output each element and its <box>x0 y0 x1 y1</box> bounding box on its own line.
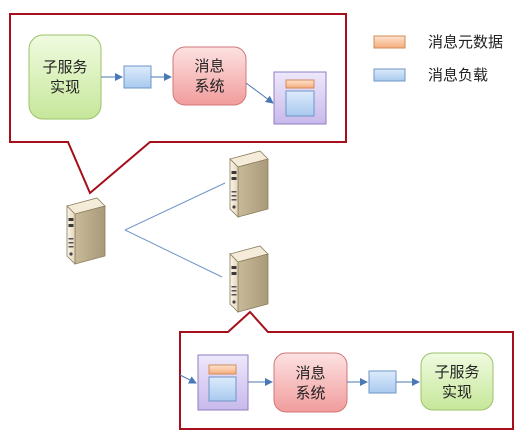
legend-payload-label: 消息负载 <box>428 66 489 84</box>
top-messaging-box <box>172 46 247 106</box>
server-icon <box>229 150 269 218</box>
legend-payload-swatch <box>373 68 406 82</box>
legend-metadata-swatch <box>373 35 406 49</box>
bottom-payload-packet <box>368 370 397 394</box>
server-icon <box>229 245 269 313</box>
bottom-messaging-box <box>273 352 348 413</box>
legend-metadata-label: 消息元数据 <box>428 33 504 51</box>
top-payload-packet <box>123 65 152 89</box>
link-to-bottom-server <box>124 229 223 278</box>
bottom-subservice-box <box>420 352 494 411</box>
link-to-top-server <box>124 182 226 231</box>
bottom-arrow-in <box>179 374 197 384</box>
top-arrow-3 <box>245 82 274 104</box>
top-envelope-payload <box>285 90 315 117</box>
server-icon <box>66 197 106 265</box>
bottom-envelope-metadata <box>208 364 237 375</box>
bottom-envelope-payload <box>208 376 237 402</box>
top-envelope-metadata <box>285 79 315 89</box>
top-subservice-box <box>28 34 102 120</box>
